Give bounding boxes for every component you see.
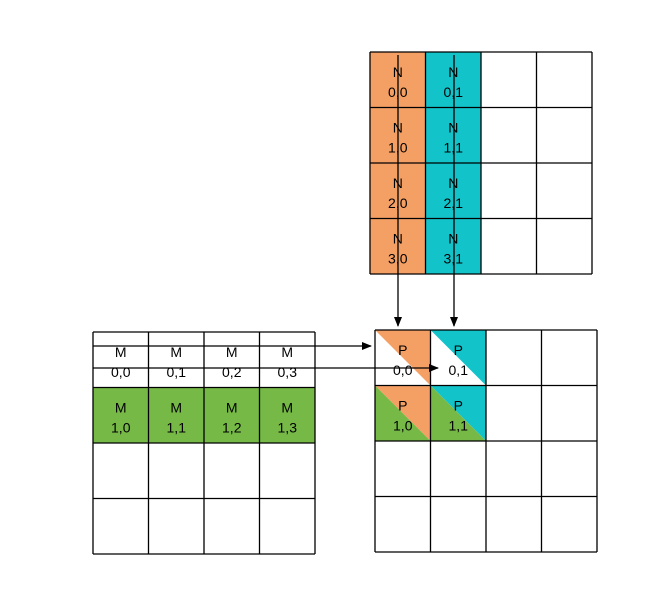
p-cell-bottom-triangle	[375, 385, 431, 441]
n-cell-label: N	[448, 64, 458, 80]
m-cell-fill	[93, 387, 149, 443]
m-cell-label: M	[115, 399, 127, 415]
p-cell-bottom-triangle	[430, 385, 486, 441]
n-matrix: N0,0N0,1N1,0N1,1N2,0N2,1N3,0N3,1	[369, 51, 593, 275]
p-cell-index: 0,1	[449, 362, 469, 378]
n-cell-fill	[425, 218, 481, 274]
m-cell-index: 0,3	[278, 364, 298, 380]
n-cell-label: N	[448, 119, 458, 135]
p-cell-top-triangle	[430, 330, 486, 386]
m-cell-index: 0,2	[222, 364, 242, 380]
m-cell-label: M	[226, 344, 238, 360]
m-cell-index: 0,1	[167, 364, 187, 380]
n-cell-fill	[425, 52, 481, 108]
m-cell-index: 1,3	[278, 419, 298, 435]
p-cell-index: 1,1	[449, 417, 469, 433]
n-cell-fill	[425, 107, 481, 163]
n-cell-label: N	[448, 230, 458, 246]
m-cell-label: M	[281, 344, 293, 360]
m-cell-fill	[259, 387, 315, 443]
n-cell-label: N	[448, 175, 458, 191]
m-cell-fill	[148, 387, 204, 443]
m-cell-index: 1,2	[222, 419, 242, 435]
m-cell-fill	[204, 387, 260, 443]
m-cell-index: 1,1	[167, 419, 187, 435]
m-cell-label: M	[170, 344, 182, 360]
p-cell-label: P	[398, 397, 407, 413]
p-matrix: P0,0P0,1P1,0P1,1	[374, 329, 598, 553]
m-cell-label: M	[115, 344, 127, 360]
arrows	[93, 55, 458, 372]
p-cell-label: P	[398, 342, 407, 358]
p-cell-label: P	[454, 342, 463, 358]
n-cell-fill	[425, 163, 481, 219]
m-cell-label: M	[281, 399, 293, 415]
m-cell-label: M	[170, 399, 182, 415]
m-cell-label: M	[226, 399, 238, 415]
p-cell-label: P	[454, 397, 463, 413]
m-cell-index: 1,0	[111, 419, 131, 435]
p-cell-top-triangle	[375, 330, 431, 386]
m-matrix: M0,0M0,1M0,2M0,3M1,0M1,1M1,2M1,3	[92, 331, 316, 555]
m-cell-index: 0,0	[111, 364, 131, 380]
p-cell-index: 1,0	[393, 417, 413, 433]
p-cell-index: 0,0	[393, 362, 413, 378]
